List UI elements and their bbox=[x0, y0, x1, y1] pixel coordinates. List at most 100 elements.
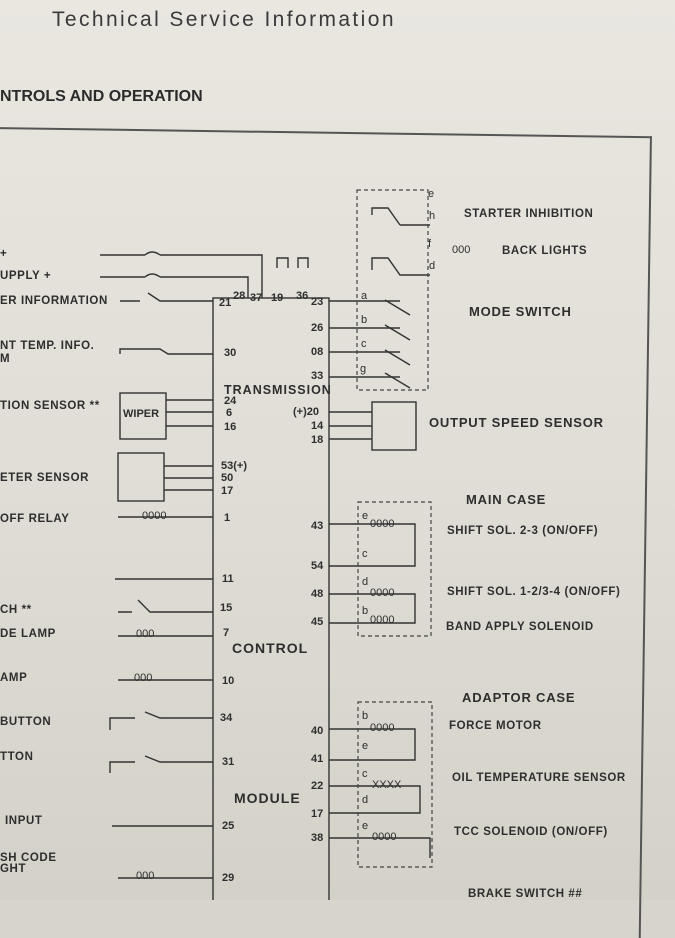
label-de-lamp: DE LAMP bbox=[0, 628, 56, 640]
document-header: Technical Service Information bbox=[52, 8, 396, 31]
pin-08: 08 bbox=[311, 346, 324, 358]
label-temp-info: NT TEMP. INFO. bbox=[0, 340, 95, 352]
coil-band: 0000 bbox=[370, 614, 395, 626]
label-force-motor: FORCE MOTOR bbox=[449, 720, 542, 732]
pin-37: 37 bbox=[250, 292, 263, 304]
pin-19: 19 bbox=[271, 292, 284, 304]
label-eter-sensor: ETER SENSOR bbox=[0, 472, 90, 484]
label-shift-sol-23: SHIFT SOL. 2-3 (ON/OFF) bbox=[447, 525, 599, 537]
letter-d-main: d bbox=[362, 576, 369, 588]
pin-30: 30 bbox=[224, 347, 237, 359]
label-er-information: ER INFORMATION bbox=[0, 295, 108, 307]
pin-7: 7 bbox=[223, 627, 230, 639]
letter-c-main: c bbox=[362, 548, 368, 560]
label-starter-inhibition: STARTER INHIBITION bbox=[464, 208, 594, 220]
pin-20: (+)20 bbox=[293, 406, 319, 418]
label-adaptor-case: ADAPTOR CASE bbox=[462, 690, 576, 705]
pin-22: 22 bbox=[311, 780, 324, 792]
coil-shift12: 0000 bbox=[370, 587, 395, 599]
label-input: INPUT bbox=[5, 815, 43, 827]
module-control: CONTROL bbox=[232, 640, 309, 656]
label-back-lights: BACK LIGHTS bbox=[502, 245, 588, 257]
letter-c: c bbox=[361, 338, 367, 350]
letter-e-top: e bbox=[428, 188, 435, 200]
pin-16: 16 bbox=[224, 421, 237, 433]
letter-g: g bbox=[360, 363, 367, 375]
pin-23: 23 bbox=[311, 296, 324, 308]
label-m: M bbox=[0, 353, 11, 365]
pin-18: 18 bbox=[311, 434, 324, 446]
coil-backlights: 000 bbox=[452, 244, 471, 256]
pin-38: 38 bbox=[311, 832, 324, 844]
mode-switch-box bbox=[356, 189, 429, 391]
letter-d-adapt: d bbox=[362, 794, 369, 806]
label-plus: + bbox=[0, 248, 8, 260]
letter-d-top: d bbox=[429, 260, 436, 272]
pin-17b: 17 bbox=[311, 808, 324, 820]
pin-6: 6 bbox=[226, 407, 233, 419]
pin-21: 21 bbox=[219, 297, 232, 309]
letter-h: h bbox=[429, 210, 436, 222]
label-supply: UPPLY + bbox=[0, 270, 52, 282]
letter-f: f bbox=[428, 238, 432, 250]
pin-34: 34 bbox=[220, 712, 233, 724]
label-band-apply: BAND APPLY SOLENOID bbox=[446, 621, 594, 633]
module-box bbox=[212, 297, 330, 900]
pin-41: 41 bbox=[311, 753, 324, 765]
letter-a: a bbox=[361, 290, 368, 302]
pin-50: 50 bbox=[221, 472, 234, 484]
letter-b: b bbox=[361, 314, 368, 326]
letter-b-adapt: b bbox=[362, 710, 369, 722]
module-transmission: TRANSMISSION bbox=[224, 383, 332, 397]
coil-oiltemp: XXXX bbox=[372, 779, 402, 791]
label-tcc: TCC SOLENOID (ON/OFF) bbox=[454, 826, 608, 838]
module-module: MODULE bbox=[234, 790, 301, 806]
coil-lamp: 000 bbox=[136, 628, 155, 640]
pin-15: 15 bbox=[220, 602, 233, 614]
label-brake-switch: BRAKE SWITCH ## bbox=[468, 888, 583, 900]
coil-29: 000 bbox=[136, 870, 155, 882]
pin-54: 54 bbox=[311, 560, 324, 572]
coil-force: 0000 bbox=[370, 722, 395, 734]
label-tion-sensor: TION SENSOR ** bbox=[0, 400, 100, 412]
section-title: NTROLS AND OPERATION bbox=[0, 88, 203, 105]
label-button: BUTTON bbox=[0, 716, 52, 728]
pin-29: 29 bbox=[222, 872, 235, 884]
pin-31: 31 bbox=[222, 756, 235, 768]
letter-e-main: e bbox=[362, 510, 369, 522]
letter-c-adapt: c bbox=[362, 768, 368, 780]
label-main-case: MAIN CASE bbox=[466, 492, 547, 507]
pin-26: 26 bbox=[311, 322, 324, 334]
pin-1: 1 bbox=[224, 512, 231, 524]
pin-43: 43 bbox=[311, 520, 324, 532]
pin-33: 33 bbox=[311, 370, 324, 382]
letter-e-tcc: e bbox=[362, 820, 369, 832]
label-amp: AMP bbox=[0, 672, 28, 684]
pin-17: 17 bbox=[221, 485, 234, 497]
coil-tcc: 0000 bbox=[372, 831, 397, 843]
label-ght: GHT bbox=[0, 863, 27, 875]
paper-page bbox=[0, 0, 675, 900]
label-ch: CH ** bbox=[0, 604, 32, 616]
pin-40: 40 bbox=[311, 725, 324, 737]
coil-lamp-2: 000 bbox=[134, 672, 153, 684]
coil-shift23: 0000 bbox=[370, 518, 395, 530]
pin-36: 36 bbox=[296, 290, 309, 302]
pin-45: 45 bbox=[311, 616, 324, 628]
label-output-speed-sensor: OUTPUT SPEED SENSOR bbox=[429, 415, 604, 430]
wiring-diagram bbox=[100, 189, 433, 900]
pin-11: 11 bbox=[222, 573, 234, 585]
pin-10: 10 bbox=[222, 675, 235, 687]
pin-28: 28 bbox=[233, 290, 246, 302]
wiper-label: WIPER bbox=[123, 408, 160, 420]
letter-b-main: b bbox=[362, 605, 369, 617]
pin-25: 25 bbox=[222, 820, 235, 832]
coil-relay: 0000 bbox=[142, 510, 167, 522]
label-shift-sol-12: SHIFT SOL. 1-2/3-4 (ON/OFF) bbox=[447, 586, 621, 598]
pin-48: 48 bbox=[311, 588, 324, 600]
label-off-relay: OFF RELAY bbox=[0, 513, 70, 525]
main-case-box bbox=[357, 501, 432, 637]
label-tton: TTON bbox=[0, 751, 34, 763]
label-oil-temp: OIL TEMPERATURE SENSOR bbox=[452, 772, 626, 784]
label-sh-code: SH CODE bbox=[0, 852, 57, 864]
